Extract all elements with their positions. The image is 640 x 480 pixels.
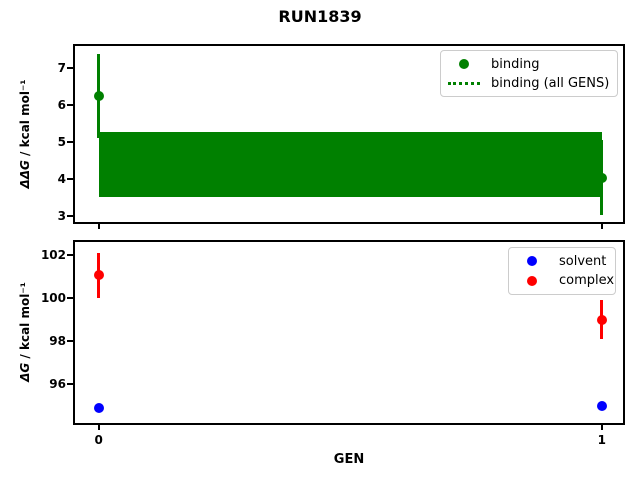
y-tick-mark (67, 67, 73, 70)
y-tick-mark (67, 141, 73, 144)
y-tick-label: 3 (57, 209, 66, 224)
legend-label: binding (491, 56, 540, 72)
legend-item-solvent: solvent (515, 252, 609, 271)
legend-label: binding (all GENS) (491, 75, 610, 91)
binding-legend: binding binding (all GENS) (440, 50, 618, 97)
binding-marker (596, 172, 607, 183)
x-tick-mark (97, 425, 100, 430)
binding-all-gens-band (98, 132, 602, 198)
y-tick-label: 5 (57, 135, 66, 150)
binding-dot-icon (447, 59, 481, 69)
y-tick-label: 6 (57, 98, 66, 113)
solvent-marker (596, 400, 607, 411)
y-tick-label: 4 (57, 172, 66, 187)
y-tick-label: 102 (40, 247, 66, 262)
legend-item-complex: complex (515, 272, 614, 291)
y-tick-label: 96 (49, 377, 66, 392)
y-tick-label: 100 (40, 291, 66, 306)
x-tick-mark (97, 224, 100, 229)
y-tick-mark (67, 104, 73, 107)
y-tick-mark (67, 297, 73, 300)
y-tick-label: 98 (49, 334, 66, 349)
y-tick-mark (67, 178, 73, 181)
binding-plot-area (73, 44, 625, 224)
legend-label: solvent (559, 253, 607, 269)
dg-legend: solvent complex (508, 247, 616, 295)
binding-marker (93, 91, 104, 102)
x-tick-label: 0 (94, 433, 103, 447)
chart-title: RUN1839 (278, 7, 362, 26)
x-tick-label: 1 (597, 433, 607, 447)
x-axis-label: GEN (333, 452, 365, 467)
x-tick-mark (600, 224, 603, 229)
dg-plot-area (73, 240, 625, 425)
y-tick-mark (67, 253, 73, 256)
legend-item-binding: binding (447, 55, 611, 73)
y-tick-mark (67, 215, 73, 218)
y-tick-label: 7 (57, 61, 66, 76)
complex-marker (93, 270, 104, 281)
solvent-dot-icon (515, 256, 549, 267)
legend-item-binding-all-gens: binding (all GENS) (447, 74, 611, 92)
y-tick-mark (67, 340, 73, 343)
complex-dot-icon (515, 275, 549, 286)
complex-marker (596, 314, 607, 325)
legend-label: complex (559, 273, 615, 289)
x-tick-mark (600, 425, 603, 430)
y-tick-mark (67, 383, 73, 386)
solvent-marker (93, 402, 104, 413)
dotted-line-icon (447, 81, 481, 85)
